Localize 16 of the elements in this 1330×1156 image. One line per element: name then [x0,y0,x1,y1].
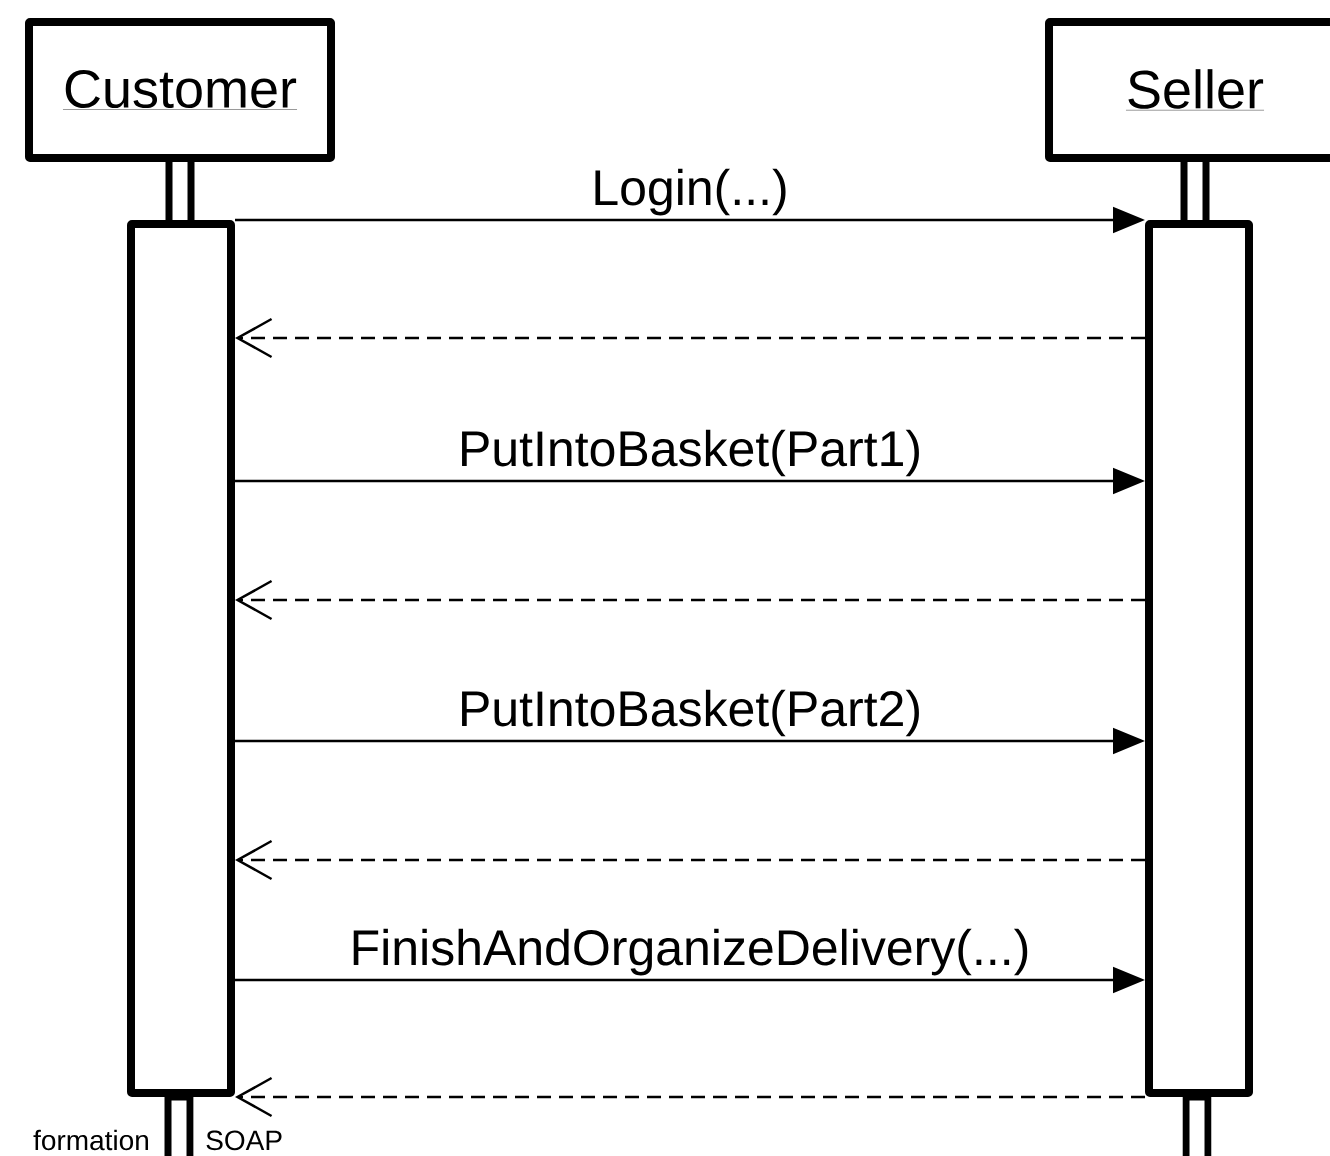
edge-label: Login(...) [595,168,786,216]
edge-label: FinishAndOrganizeDelivery(...) [353,928,1028,976]
note-text: SOAP [206,1130,282,1151]
lifeline [1180,162,1210,220]
return-arrow [235,317,1145,359]
lifeline-head-box: Customer [25,18,335,162]
lifeline [165,162,195,220]
lifeline-head-box: Seller [1045,18,1330,162]
edge-label: PutIntoBasket(Part1) [462,429,919,477]
return-arrow [235,1076,1145,1118]
activation-bar [127,220,235,1097]
note-text: formation [33,1129,148,1151]
return-arrow [235,579,1145,621]
edge-label: PutIntoBasket(Part2) [462,689,919,737]
return-arrow [235,839,1145,881]
activation-bar [1145,220,1253,1097]
